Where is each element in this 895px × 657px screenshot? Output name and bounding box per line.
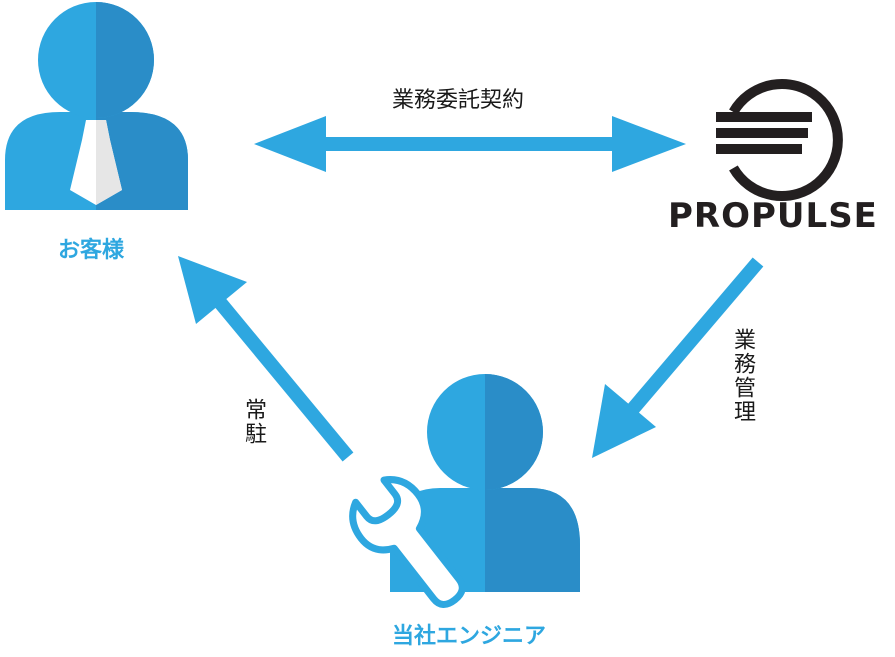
management-arrow — [592, 257, 764, 458]
engineer-wrench-icon — [349, 374, 580, 609]
businessman-icon — [5, 2, 188, 210]
contract-arrow — [254, 116, 686, 172]
propulse-logo-icon — [716, 79, 843, 201]
client-label: お客様 — [58, 238, 125, 263]
engineer-label: 当社エンジニア — [392, 624, 547, 649]
onsite-arrow — [178, 256, 354, 462]
wrench-icon — [349, 476, 466, 609]
onsite-label: 常駐 — [241, 398, 266, 446]
management-label: 業務管理 — [730, 328, 755, 424]
contract-label: 業務委託契約 — [392, 88, 525, 113]
propulse-logo-text: PROPULSE — [668, 196, 878, 236]
